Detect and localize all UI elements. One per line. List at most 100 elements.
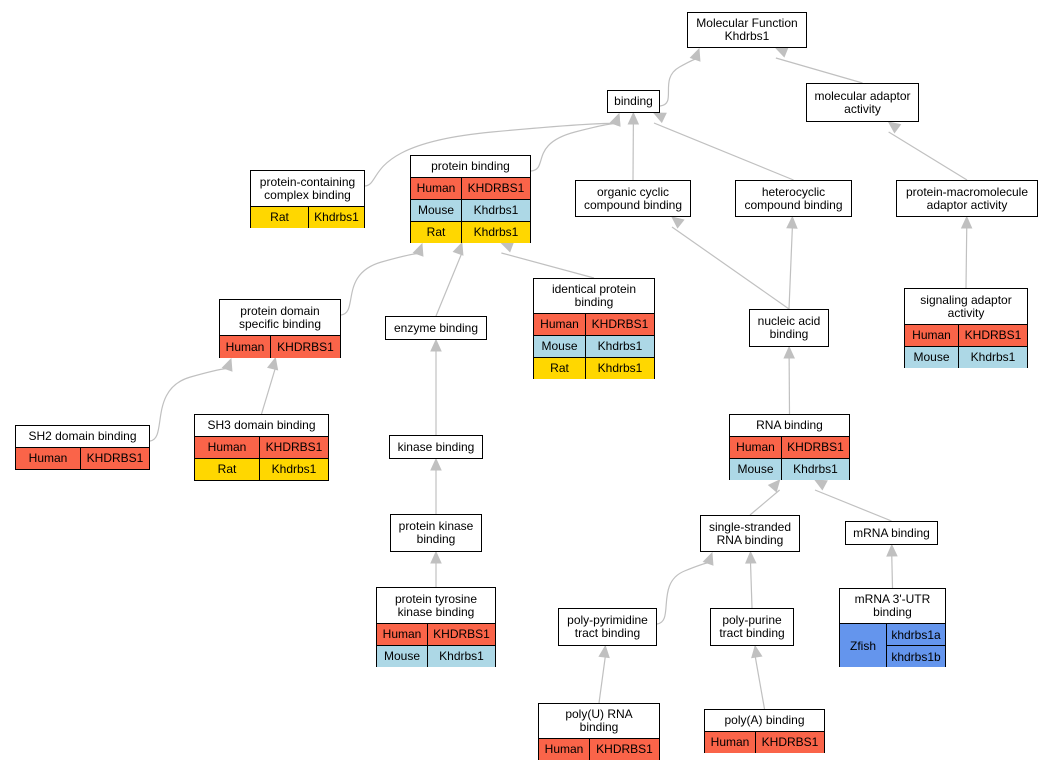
node-title: RNA binding xyxy=(730,415,849,436)
node-title: single-stranded RNA binding xyxy=(701,516,799,551)
edge-arrowhead xyxy=(774,46,789,58)
species-row: Rat Khdrbs1 xyxy=(534,357,654,379)
node-identical-protein-binding[interactable]: identical protein binding Human KHDRBS1 … xyxy=(533,278,655,379)
node-sh2-domain-binding[interactable]: SH2 domain binding Human KHDRBS1 xyxy=(15,425,150,470)
gene-cell: Khdrbs1 xyxy=(461,200,530,221)
species-label: Zfish xyxy=(849,638,876,653)
species-cell: Mouse xyxy=(905,347,958,368)
node-title: kinase binding xyxy=(390,436,482,458)
node-single-stranded-rna-binding[interactable]: single-stranded RNA binding xyxy=(700,515,800,552)
node-poly-a-binding[interactable]: poly(A) binding Human KHDRBS1 xyxy=(704,709,825,753)
species-cell: Mouse xyxy=(377,646,427,667)
gene-cell: KHDRBS1 xyxy=(427,624,495,645)
node-title: protein domain specific binding xyxy=(220,300,340,335)
node-enzyme-binding[interactable]: enzyme binding xyxy=(385,316,487,340)
node-binding[interactable]: binding xyxy=(607,90,660,113)
gene-cell: Khdrbs1 xyxy=(585,336,654,357)
node-title: protein-containing complex binding xyxy=(251,171,364,206)
species-cell: Mouse xyxy=(730,459,781,480)
edge-arrowhead xyxy=(412,242,424,257)
edge-poly_purine_tract_binding-to-single_stranded_rna_binding xyxy=(749,561,753,609)
edge-arrowhead xyxy=(783,345,795,359)
edge-arrowhead xyxy=(886,543,898,557)
species-cell: Human xyxy=(411,178,461,199)
species-cell: Human xyxy=(539,739,589,760)
node-rna-binding[interactable]: RNA binding Human KHDRBS1 Mouse Khdrbs1 xyxy=(729,414,850,480)
edge-arrowhead xyxy=(500,241,515,253)
species-row: Mouse Khdrbs1 xyxy=(730,458,849,480)
node-title: protein binding xyxy=(411,156,530,177)
edge-arrowhead xyxy=(960,215,973,229)
species-cell: Human xyxy=(905,325,958,346)
species-row: Mouse Khdrbs1 xyxy=(534,335,654,357)
node-protein-domain-specific-binding[interactable]: protein domain specific binding Human KH… xyxy=(219,299,341,358)
edge-arrowhead xyxy=(702,551,714,566)
node-protein-macromolecule-adaptor-activity[interactable]: protein-macromolecule adaptor activity xyxy=(896,180,1038,217)
edge-mrna_binding-to-rna_binding xyxy=(814,489,892,522)
node-title: mRNA 3'-UTR binding xyxy=(840,589,945,623)
node-kinase-binding[interactable]: kinase binding xyxy=(389,435,483,459)
gene-cell: Khdrbs1 xyxy=(781,459,849,480)
gene-cell: KHDRBS1 xyxy=(589,739,659,760)
node-poly-pyrimidine-tract-binding[interactable]: poly-pyrimidine tract binding xyxy=(558,608,657,646)
node-poly-purine-tract-binding[interactable]: poly-purine tract binding xyxy=(710,608,794,646)
edge-sh3_domain_binding-to-protein_domain_specific_binding xyxy=(260,367,276,415)
species-cell: Human xyxy=(195,437,259,458)
species-row: Mouse Khdrbs1 xyxy=(905,346,1027,368)
gene-cell: KHDRBS1 xyxy=(270,336,340,358)
node-title: nucleic acid binding xyxy=(750,310,828,346)
edge-arrowhead xyxy=(813,479,828,491)
node-sh3-domain-binding[interactable]: SH3 domain binding Human KHDRBS1 Rat Khd… xyxy=(194,414,329,481)
edge-arrowhead xyxy=(745,550,757,564)
edge-arrowhead xyxy=(652,112,667,124)
species-row: Human KHDRBS1 xyxy=(905,324,1027,346)
edge-binding-to-molecular_function xyxy=(659,57,700,107)
node-molecular-function[interactable]: Molecular Function Khdrbs1 xyxy=(687,12,807,48)
node-protein-containing-complex-binding[interactable]: protein-containing complex binding Rat K… xyxy=(250,170,365,228)
node-title: Molecular Function Khdrbs1 xyxy=(688,13,806,47)
edge-arrowhead xyxy=(689,47,701,62)
species-row: Rat Khdrbs1 xyxy=(411,221,530,243)
species-cell: Human xyxy=(534,314,585,335)
edge-arrowhead xyxy=(786,215,798,229)
node-heterocyclic-compound-binding[interactable]: heterocyclic compound binding xyxy=(735,180,852,217)
node-protein-binding[interactable]: protein binding Human KHDRBS1 Mouse Khdr… xyxy=(410,155,531,243)
edge-poly_a_binding-to-poly_purine_tract_binding xyxy=(754,655,766,710)
edge-protein_domain_specific_binding-to-protein_binding xyxy=(340,252,423,316)
species-row: Mouse Khdrbs1 xyxy=(377,645,495,667)
node-mrna-binding[interactable]: mRNA binding xyxy=(845,521,938,545)
node-signaling-adaptor-activity[interactable]: signaling adaptor activity Human KHDRBS1… xyxy=(904,288,1028,368)
edge-arrowhead xyxy=(430,457,442,471)
gene-cell: Khdrbs1 xyxy=(958,347,1027,368)
species-cell: Rat xyxy=(251,207,308,228)
edge-arrowhead xyxy=(627,111,640,125)
gene-cell: Khdrbs1 xyxy=(427,646,495,667)
node-protein-kinase-binding[interactable]: protein kinase binding xyxy=(390,514,482,552)
node-molecular-adaptor-activity[interactable]: molecular adaptor activity xyxy=(806,83,919,122)
edge-poly_pyrimidine_tract_binding-to-single_stranded_rna_binding xyxy=(656,561,713,625)
node-title: poly-purine tract binding xyxy=(711,609,793,645)
edge-nucleic_acid_binding-to-organic_cyclic_compound_binding xyxy=(671,226,790,310)
edge-arrowhead xyxy=(430,550,442,564)
species-cell: Human xyxy=(730,437,781,458)
gene-cell: KHDRBS1 xyxy=(585,314,654,335)
node-mrna-3utr-binding[interactable]: mRNA 3'-UTR binding Zfish khdrbs1a khdrb… xyxy=(839,588,946,667)
edge-arrowhead xyxy=(267,356,279,371)
edge-arrowhead xyxy=(751,644,763,659)
species-cell: Human xyxy=(220,336,270,358)
node-poly-u-rna-binding[interactable]: poly(U) RNA binding Human KHDRBS1 xyxy=(538,703,660,760)
node-organic-cyclic-compound-binding[interactable]: organic cyclic compound binding xyxy=(575,180,691,217)
node-title: SH3 domain binding xyxy=(195,415,328,436)
node-title: poly-pyrimidine tract binding xyxy=(559,609,656,645)
node-title: organic cyclic compound binding xyxy=(576,181,690,216)
species-cell: Human xyxy=(16,448,80,469)
edge-arrowhead xyxy=(221,357,233,372)
species-row: Human KHDRBS1 xyxy=(539,738,659,760)
edge-arrowhead xyxy=(671,216,685,229)
species-group: Zfish khdrbs1a khdrbs1b xyxy=(840,623,945,667)
gene-cell: Khdrbs1 xyxy=(259,459,328,480)
node-protein-tyrosine-kinase-binding[interactable]: protein tyrosine kinase binding Human KH… xyxy=(376,587,496,667)
node-nucleic-acid-binding[interactable]: nucleic acid binding xyxy=(749,309,829,347)
species-cell: Zfish xyxy=(840,624,886,667)
